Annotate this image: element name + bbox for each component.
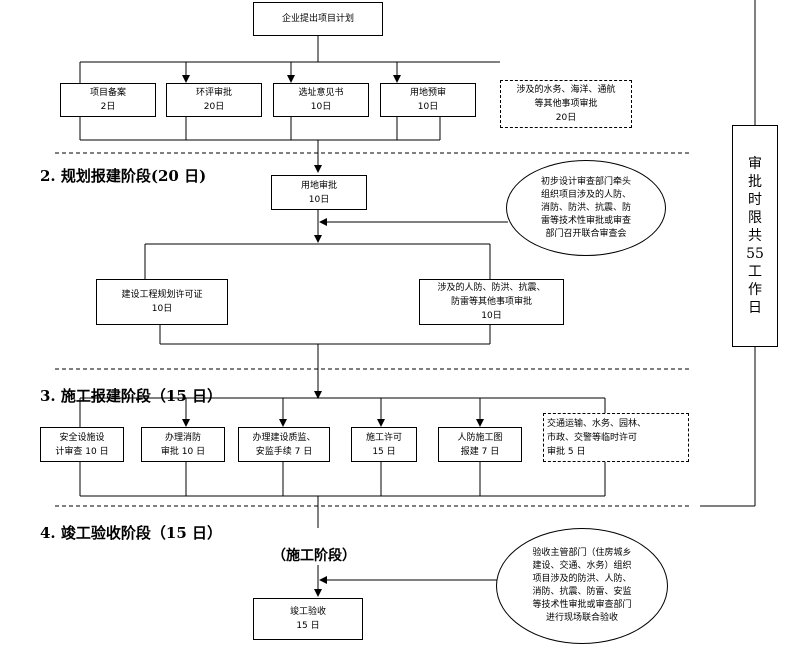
completion-title: 竣工验收 bbox=[289, 607, 326, 617]
approval-time-limit-label: 审 批 时 限 共 55 工 作 日 bbox=[732, 125, 778, 347]
side-char: 作 bbox=[748, 282, 762, 298]
construction-permit-line2: 15 日 bbox=[372, 446, 396, 457]
side-char: 时 bbox=[748, 192, 762, 208]
fire-box: 办理消防 审批 10 日 bbox=[141, 427, 225, 462]
side-char: 审 bbox=[748, 156, 762, 172]
eia-days: 20日 bbox=[203, 102, 225, 112]
site-opinion-box: 选址意见书 10日 bbox=[273, 83, 369, 117]
stage2-heading: 2. 规划报建阶段(20 日) bbox=[40, 167, 207, 185]
stage3-heading: 3. 施工报建阶段（15 日） bbox=[40, 387, 222, 405]
side-char: 工 bbox=[748, 264, 762, 280]
plan-box: 企业提出项目计划 bbox=[253, 2, 383, 36]
water-line2: 等其他事项审批 bbox=[534, 99, 598, 109]
filing-days: 2日 bbox=[100, 102, 116, 112]
site-opinion-title: 选址意见书 bbox=[298, 88, 344, 98]
quality-line1: 办理建设质监、 bbox=[252, 432, 316, 443]
acceptance-line6: 进行现场联合验收 bbox=[545, 613, 618, 623]
planning-permit-box: 建设工程规划许可证 10日 bbox=[96, 279, 228, 325]
land-pre-box: 用地预审 10日 bbox=[380, 83, 476, 117]
civil-defense-days: 10日 bbox=[481, 311, 502, 321]
traffic-line2: 市政、交警等临时许可 bbox=[547, 432, 638, 443]
water-line1: 涉及的水务、海洋、通航 bbox=[516, 85, 616, 95]
civil-defense-line2: 防雷等其他事项审批 bbox=[450, 297, 532, 307]
eia-box: 环评审批 20日 bbox=[166, 83, 262, 117]
construction-phase-label: （施工阶段） bbox=[272, 548, 356, 564]
acceptance-line5: 等技术性审批或审查部门 bbox=[532, 600, 632, 610]
prelim-line5: 部门召开联合审查会 bbox=[545, 228, 627, 239]
acceptance-line1: 验收主管部门（住房城乡 bbox=[532, 548, 632, 558]
side-char: 限 bbox=[748, 210, 762, 226]
fire-line2: 审批 10 日 bbox=[160, 446, 206, 457]
quality-line2: 安监手续 7 日 bbox=[255, 446, 313, 457]
completion-box: 竣工验收 15 日 bbox=[253, 598, 363, 640]
planning-permit-days: 10日 bbox=[151, 304, 173, 314]
safety-design-box: 安全设施设 计审查 10 日 bbox=[40, 427, 124, 462]
planning-permit-title: 建设工程规划许可证 bbox=[121, 290, 203, 300]
land-approval-box: 用地审批 10日 bbox=[271, 175, 367, 210]
acceptance-line4: 消防、抗震、防雷、安监 bbox=[532, 587, 632, 597]
traffic-line1: 交通运输、水务、园林、 bbox=[547, 418, 647, 429]
civil-drawing-line2: 报建 7 日 bbox=[460, 446, 500, 457]
prelim-line3: 消防、防洪、抗震、防 bbox=[540, 202, 631, 213]
acceptance-line3: 项目涉及的防洪、人防、 bbox=[532, 574, 632, 584]
side-char: 日 bbox=[748, 300, 762, 316]
construction-permit-line1: 施工许可 bbox=[365, 432, 402, 443]
side-char: 批 bbox=[748, 174, 762, 190]
prelim-line2: 组织项目涉及的人防、 bbox=[540, 189, 631, 200]
water-box: 涉及的水务、海洋、通航 等其他事项审批 20日 bbox=[500, 80, 632, 128]
prelim-line4: 雷等技术性审批或审查 bbox=[540, 215, 631, 226]
water-days: 20日 bbox=[555, 113, 577, 123]
completion-days: 15 日 bbox=[296, 621, 320, 631]
filing-box: 项目备案 2日 bbox=[60, 83, 156, 117]
land-approval-title: 用地审批 bbox=[300, 180, 337, 191]
traffic-days: 审批 5 日 bbox=[547, 446, 586, 457]
safety-design-line2: 计审查 10 日 bbox=[55, 446, 109, 457]
plan-text: 企业提出项目计划 bbox=[281, 14, 354, 24]
prelim-line1: 初步设计审查部门牵头 bbox=[540, 176, 631, 187]
traffic-box: 交通运输、水务、园林、 市政、交警等临时许可 审批 5 日 bbox=[543, 413, 689, 462]
safety-design-line1: 安全设施设 bbox=[59, 432, 105, 443]
acceptance-ellipse: 验收主管部门（住房城乡 建设、交通、水务）组织 项目涉及的防洪、人防、 消防、抗… bbox=[496, 528, 668, 644]
construction-permit-box: 施工许可 15 日 bbox=[351, 427, 417, 462]
land-approval-days: 10日 bbox=[308, 194, 330, 205]
land-pre-days: 10日 bbox=[417, 102, 439, 112]
eia-title: 环评审批 bbox=[195, 88, 232, 98]
civil-defense-line1: 涉及的人防、防洪、抗震、 bbox=[437, 283, 546, 293]
civil-drawing-box: 人防施工图 报建 7 日 bbox=[438, 427, 522, 462]
filing-title: 项目备案 bbox=[89, 88, 126, 98]
side-char: 55 bbox=[746, 246, 764, 262]
acceptance-line2: 建设、交通、水务）组织 bbox=[532, 561, 632, 571]
fire-line1: 办理消防 bbox=[164, 432, 201, 443]
prelim-design-ellipse: 初步设计审查部门牵头 组织项目涉及的人防、 消防、防洪、抗震、防 雷等技术性审批… bbox=[506, 160, 666, 256]
civil-drawing-line1: 人防施工图 bbox=[457, 432, 503, 443]
quality-box: 办理建设质监、 安监手续 7 日 bbox=[238, 427, 330, 462]
land-pre-title: 用地预审 bbox=[409, 88, 446, 98]
civil-defense-box: 涉及的人防、防洪、抗震、 防雷等其他事项审批 10日 bbox=[419, 279, 564, 325]
stage4-heading: 4. 竣工验收阶段（15 日） bbox=[40, 524, 222, 542]
side-char: 共 bbox=[748, 228, 762, 244]
site-opinion-days: 10日 bbox=[310, 102, 332, 112]
